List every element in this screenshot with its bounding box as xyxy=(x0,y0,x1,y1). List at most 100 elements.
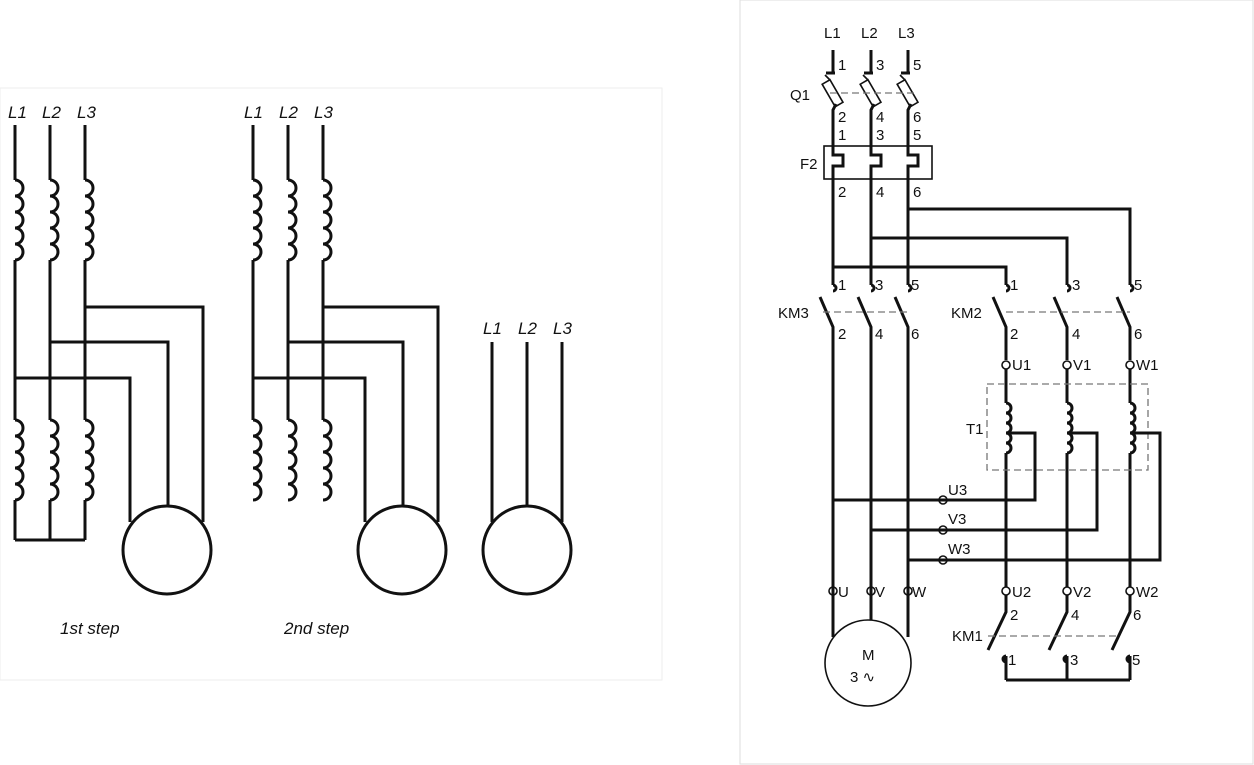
km2-out-2: 2 xyxy=(1010,326,1018,343)
tap-w3: W3 xyxy=(948,541,971,558)
coil xyxy=(287,178,298,262)
supply-l2: L2 xyxy=(861,25,878,42)
supply-terminal xyxy=(826,50,835,75)
km2-label: KM2 xyxy=(951,305,982,322)
tap-terminal xyxy=(938,555,948,565)
motor-lead xyxy=(831,595,910,637)
caption-step2: 2nd step xyxy=(283,619,349,638)
tap-terminal xyxy=(938,525,948,535)
switch-blade xyxy=(893,296,910,600)
fuse-icon xyxy=(896,78,920,108)
supply-terminal xyxy=(901,50,910,75)
coil xyxy=(287,418,298,502)
coil xyxy=(14,178,25,262)
q1-out-2: 2 xyxy=(838,109,846,126)
supply-l3: L3 xyxy=(898,25,915,42)
q1-out-4: 4 xyxy=(876,109,884,126)
t1-v2: V2 xyxy=(1073,584,1091,601)
motor-circle xyxy=(121,504,213,596)
contact xyxy=(870,283,876,293)
km2-in-1: 1 xyxy=(1010,277,1018,294)
s2-l1: L1 xyxy=(244,103,263,122)
wire xyxy=(831,103,845,285)
km3-in-3: 3 xyxy=(875,277,883,294)
km3-label: KM3 xyxy=(778,305,809,322)
terminal xyxy=(1001,360,1011,370)
km1-4: 4 xyxy=(1071,607,1079,624)
contact xyxy=(1001,654,1008,680)
motor-lead xyxy=(15,376,132,522)
km2-in-5: 5 xyxy=(1134,277,1142,294)
t1-u1: U1 xyxy=(1012,357,1031,374)
km3-in-5: 5 xyxy=(911,277,919,294)
switch-blade xyxy=(986,595,1008,651)
s3-l1: L1 xyxy=(483,319,502,338)
km1-2: 2 xyxy=(1010,607,1018,624)
f2-out-4: 4 xyxy=(876,184,884,201)
coil xyxy=(1066,401,1074,455)
coil xyxy=(14,418,25,502)
caption-step1: 1st step xyxy=(60,619,120,638)
contact xyxy=(1129,283,1135,293)
coil xyxy=(84,418,95,502)
t1-label: T1 xyxy=(966,421,984,438)
switch-blade xyxy=(1052,296,1069,360)
autotransformer-starter-schematic xyxy=(818,50,1162,707)
tap-terminal xyxy=(938,495,948,505)
fuse-line xyxy=(862,74,869,81)
km3-out-6: 6 xyxy=(911,326,919,343)
km3-out-2: 2 xyxy=(838,326,846,343)
switch-blade xyxy=(1047,595,1069,651)
km2-in-3: 3 xyxy=(1072,277,1080,294)
fuse-line xyxy=(824,74,831,81)
s1-l1: L1 xyxy=(8,103,27,122)
autotransformer-steps xyxy=(13,125,573,596)
motor-lead xyxy=(323,305,440,522)
km2-out-6: 6 xyxy=(1134,326,1142,343)
s3-l2: L2 xyxy=(518,319,537,338)
motor-circle xyxy=(824,619,912,707)
terminal xyxy=(1001,586,1011,596)
km3-out-4: 4 xyxy=(875,326,883,343)
coil xyxy=(252,178,263,262)
fuse-line xyxy=(899,74,906,81)
switch-blade xyxy=(1110,595,1132,651)
supply-terminal xyxy=(864,50,873,75)
terminal xyxy=(1062,586,1072,596)
s1-l2: L2 xyxy=(42,103,61,122)
contact xyxy=(907,283,913,293)
supply-l1: L1 xyxy=(824,25,841,42)
switch-blade xyxy=(856,296,873,600)
switch-blade xyxy=(991,296,1008,360)
coil xyxy=(1129,401,1137,455)
coil xyxy=(1005,401,1013,455)
km1-label: KM1 xyxy=(952,628,983,645)
motor-lead xyxy=(253,376,367,522)
motor-circle xyxy=(481,504,573,596)
motor-phase-label: 3 ∿ xyxy=(850,669,875,686)
t1-box xyxy=(986,383,1149,471)
coil xyxy=(322,418,333,502)
coil xyxy=(252,418,263,502)
motor-lead xyxy=(288,340,405,506)
t1-v1: V1 xyxy=(1073,357,1091,374)
f2-in-5: 5 xyxy=(913,127,921,144)
t1-u2: U2 xyxy=(1012,584,1031,601)
coil xyxy=(49,178,60,262)
q1-label: Q1 xyxy=(790,87,810,104)
f2-box xyxy=(823,145,933,180)
terminal xyxy=(1062,360,1072,370)
left-panel xyxy=(0,87,663,681)
f2-out-2: 2 xyxy=(838,184,846,201)
switch-blade xyxy=(818,296,835,600)
q1-in-5: 5 xyxy=(913,57,921,74)
contact xyxy=(1125,654,1132,680)
t1-w2: W2 xyxy=(1136,584,1159,601)
fuse-icon xyxy=(821,78,845,108)
s2-l3: L3 xyxy=(314,103,333,122)
bus-wire xyxy=(833,207,1132,285)
motor-label: M xyxy=(862,647,875,664)
contact xyxy=(1062,654,1069,680)
